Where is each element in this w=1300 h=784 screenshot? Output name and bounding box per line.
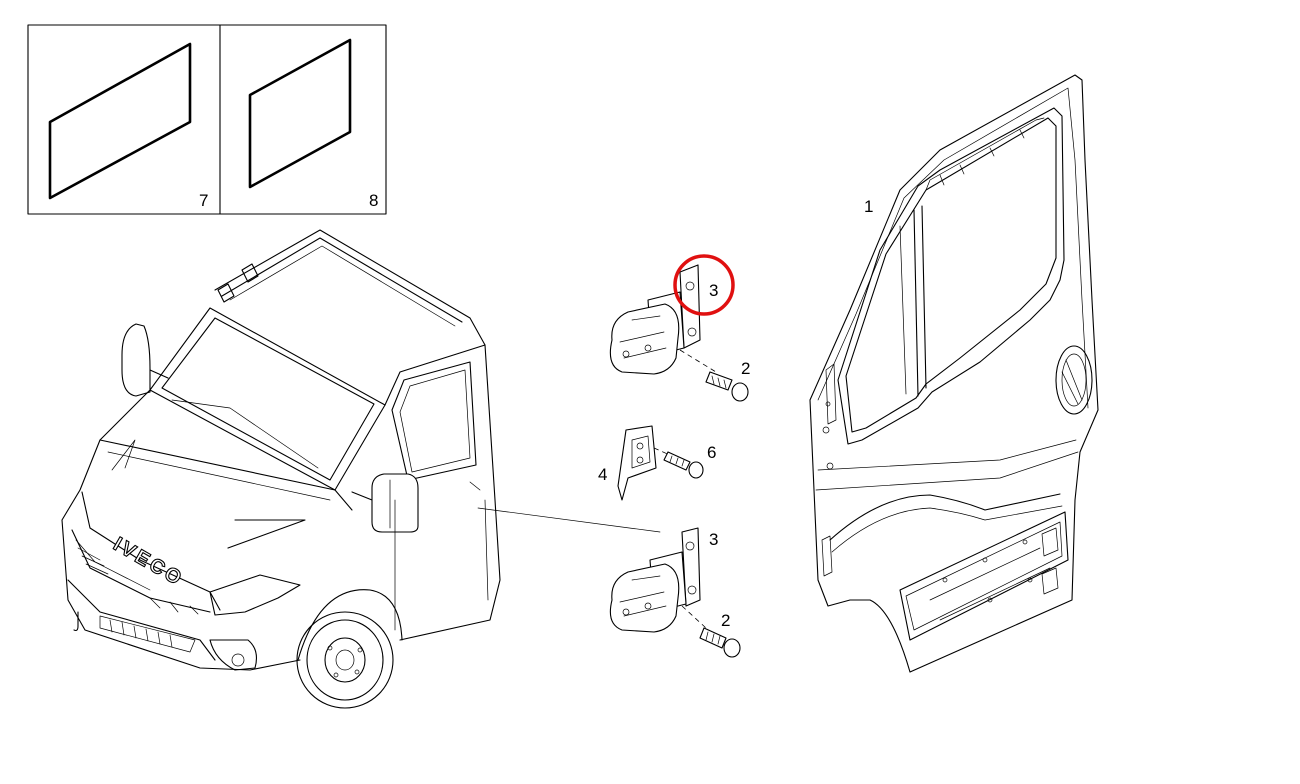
glass-inset-box [27, 24, 387, 215]
callout-4[interactable]: 4 [598, 465, 607, 484]
door-panel[interactable] [809, 74, 1099, 673]
circle-highlight-icon [673, 254, 735, 316]
callout-6[interactable]: 6 [707, 443, 716, 462]
leader-line [477, 507, 661, 533]
callout-8[interactable]: 8 [369, 191, 378, 210]
check-strap-bolt[interactable] [663, 451, 704, 479]
lower-hinge-bolt[interactable] [699, 627, 741, 658]
callout-7[interactable]: 7 [199, 191, 208, 210]
callout-2-upper[interactable]: 2 [741, 359, 750, 378]
check-strap[interactable] [617, 425, 657, 501]
iveco-logo: IVECO [110, 533, 188, 591]
callout-1[interactable]: 1 [864, 197, 873, 216]
callout-3-lower[interactable]: 3 [709, 530, 718, 549]
callout-2-lower[interactable]: 2 [721, 611, 730, 630]
front-glass-part[interactable] [48, 42, 192, 200]
upper-hinge-assembly[interactable] [609, 264, 701, 375]
van-illustration [61, 229, 501, 709]
lower-hinge-assembly[interactable] [609, 527, 701, 633]
callout-3-upper[interactable]: 3 [709, 281, 718, 300]
rear-glass-part[interactable] [248, 38, 352, 189]
upper-hinge-bolt[interactable] [705, 371, 749, 402]
